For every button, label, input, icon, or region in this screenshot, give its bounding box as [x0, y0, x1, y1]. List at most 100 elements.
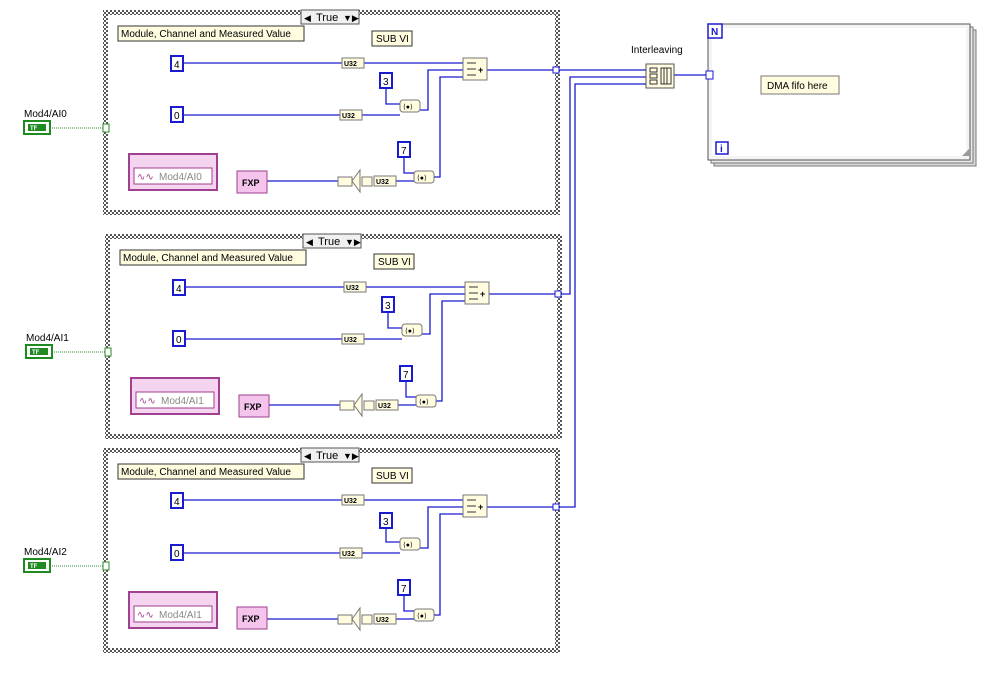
- plus-icon: +: [478, 502, 483, 512]
- title-label: Module, Channel and Measured Value: [123, 253, 293, 264]
- case-selector[interactable]: ◀ True ▼▶: [300, 9, 360, 25]
- interleaving-label: Interleaving: [631, 45, 683, 56]
- subvi-label-box: [373, 253, 415, 270]
- bool-input-ai1[interactable]: Mod4/AI1 TF: [25, 333, 112, 359]
- shift-node[interactable]: [401, 323, 423, 337]
- u32-label: U32: [376, 179, 389, 186]
- case-structure-3[interactable]: ◀ True ▼▶ Module, Channel and Measured V…: [103, 447, 560, 653]
- u32-convert[interactable]: [341, 333, 365, 345]
- u32-convert[interactable]: [341, 57, 365, 69]
- const-4-value: 4: [174, 60, 180, 71]
- input-label: Mod4/AI0: [24, 109, 67, 120]
- u32-convert[interactable]: [375, 399, 399, 411]
- case-selector[interactable]: ◀ True ▼▶: [302, 233, 362, 249]
- wave-icon: ∿∿: [139, 396, 156, 407]
- shift-node[interactable]: [399, 537, 421, 551]
- selector-terminal: [102, 561, 110, 571]
- wires: [185, 286, 557, 406]
- selector-value: True: [316, 450, 338, 462]
- title-label: Module, Channel and Measured Value: [121, 29, 291, 40]
- io-node[interactable]: ∿∿ Mod4/AI1: [130, 377, 220, 415]
- u32-label: U32: [378, 403, 391, 410]
- shift-node[interactable]: [413, 170, 435, 184]
- const-4-value: 4: [176, 284, 182, 295]
- u32-label: U32: [344, 498, 357, 505]
- shift-icon: ⟨●⟩: [403, 541, 413, 549]
- const-3-value: 3: [385, 301, 391, 312]
- fxp-label: FXP: [242, 614, 260, 624]
- loop-comment: DMA fifo here: [767, 81, 828, 92]
- fxp-indicator[interactable]: [238, 394, 270, 418]
- output-tunnel: [552, 503, 560, 511]
- shift-node[interactable]: [415, 394, 437, 408]
- interleave-array-node[interactable]: [645, 63, 675, 89]
- const-7-value: 7: [401, 146, 407, 157]
- plus-icon: +: [480, 289, 485, 299]
- compound-add-node[interactable]: +: [462, 57, 488, 81]
- fxp-label: FXP: [242, 178, 260, 188]
- case-structure-1[interactable]: ◀ True ▼▶ Module, Channel and Measured V…: [103, 9, 560, 215]
- wires: [183, 62, 555, 182]
- u32-label: U32: [344, 61, 357, 68]
- wave-icon: ∿∿: [137, 172, 154, 183]
- const-0-value: 0: [174, 111, 180, 122]
- const-0-value: 0: [174, 549, 180, 560]
- shift-icon: ⟨●⟩: [403, 103, 413, 111]
- subvi-label: SUB VI: [376, 471, 409, 482]
- io-node[interactable]: ∿∿ Mod4/AI0: [128, 153, 218, 191]
- iteration-terminal[interactable]: [715, 141, 729, 155]
- plus-icon: +: [478, 65, 483, 75]
- io-node-label: Mod4/AI0: [159, 172, 202, 183]
- const-7-value: 7: [403, 370, 409, 381]
- bool-input-ai2[interactable]: Mod4/AI2 TF: [23, 547, 110, 573]
- u32-convert[interactable]: [339, 547, 363, 559]
- interleave-wires: [559, 69, 708, 508]
- title-label-box: [119, 249, 307, 266]
- subvi-label: SUB VI: [378, 257, 411, 268]
- n-label: N: [711, 27, 718, 38]
- title-label: Module, Channel and Measured Value: [121, 467, 291, 478]
- u32-label: U32: [342, 551, 355, 558]
- case-structure-2[interactable]: ◀ True ▼▶ Module, Channel and Measured V…: [105, 233, 562, 439]
- subvi-label: SUB VI: [376, 34, 409, 45]
- svg-text:▼▶: ▼▶: [343, 451, 359, 461]
- const-7-value: 7: [401, 584, 407, 595]
- u32-convert[interactable]: [373, 175, 397, 187]
- indexing-tunnel: [705, 70, 714, 80]
- fxp-to-int-convert[interactable]: [337, 606, 373, 632]
- io-node-label: Mod4/AI1: [159, 610, 202, 621]
- u32-convert[interactable]: [339, 109, 363, 121]
- case-selector[interactable]: ◀ True ▼▶: [300, 447, 360, 463]
- compound-add-node[interactable]: +: [462, 494, 488, 518]
- subvi-label-box: [371, 30, 413, 47]
- bool-input-ai0[interactable]: Mod4/AI0 TF: [23, 109, 110, 135]
- u32-convert[interactable]: [341, 494, 365, 506]
- resize-handle[interactable]: [962, 148, 970, 156]
- const-3-value: 3: [383, 77, 389, 88]
- shift-icon: ⟨●⟩: [405, 327, 415, 335]
- fxp-indicator[interactable]: [236, 606, 268, 630]
- tf-icon: TF: [30, 564, 38, 570]
- const-4-value: 4: [174, 497, 180, 508]
- fxp-to-int-convert[interactable]: [339, 392, 375, 418]
- fxp-to-int-convert[interactable]: [337, 168, 373, 194]
- u32-convert[interactable]: [373, 613, 397, 625]
- fxp-indicator[interactable]: [236, 170, 268, 194]
- const-0-value: 0: [176, 335, 182, 346]
- shift-icon: ⟨●⟩: [417, 612, 427, 620]
- for-loop[interactable]: N i DMA fifo here: [705, 23, 977, 167]
- shift-node[interactable]: [399, 99, 421, 113]
- compound-add-node[interactable]: +: [464, 281, 490, 305]
- svg-text:◀: ◀: [306, 237, 313, 247]
- selector-value: True: [318, 236, 340, 248]
- title-label-box: [117, 463, 305, 480]
- count-terminal[interactable]: [707, 23, 723, 39]
- u32-convert[interactable]: [343, 281, 367, 293]
- selector-terminal: [104, 347, 112, 357]
- selector-terminal: [102, 123, 110, 133]
- shift-node[interactable]: [413, 608, 435, 622]
- title-label-box: [117, 25, 305, 42]
- input-label: Mod4/AI2: [24, 547, 67, 558]
- io-node[interactable]: ∿∿ Mod4/AI1: [128, 591, 218, 629]
